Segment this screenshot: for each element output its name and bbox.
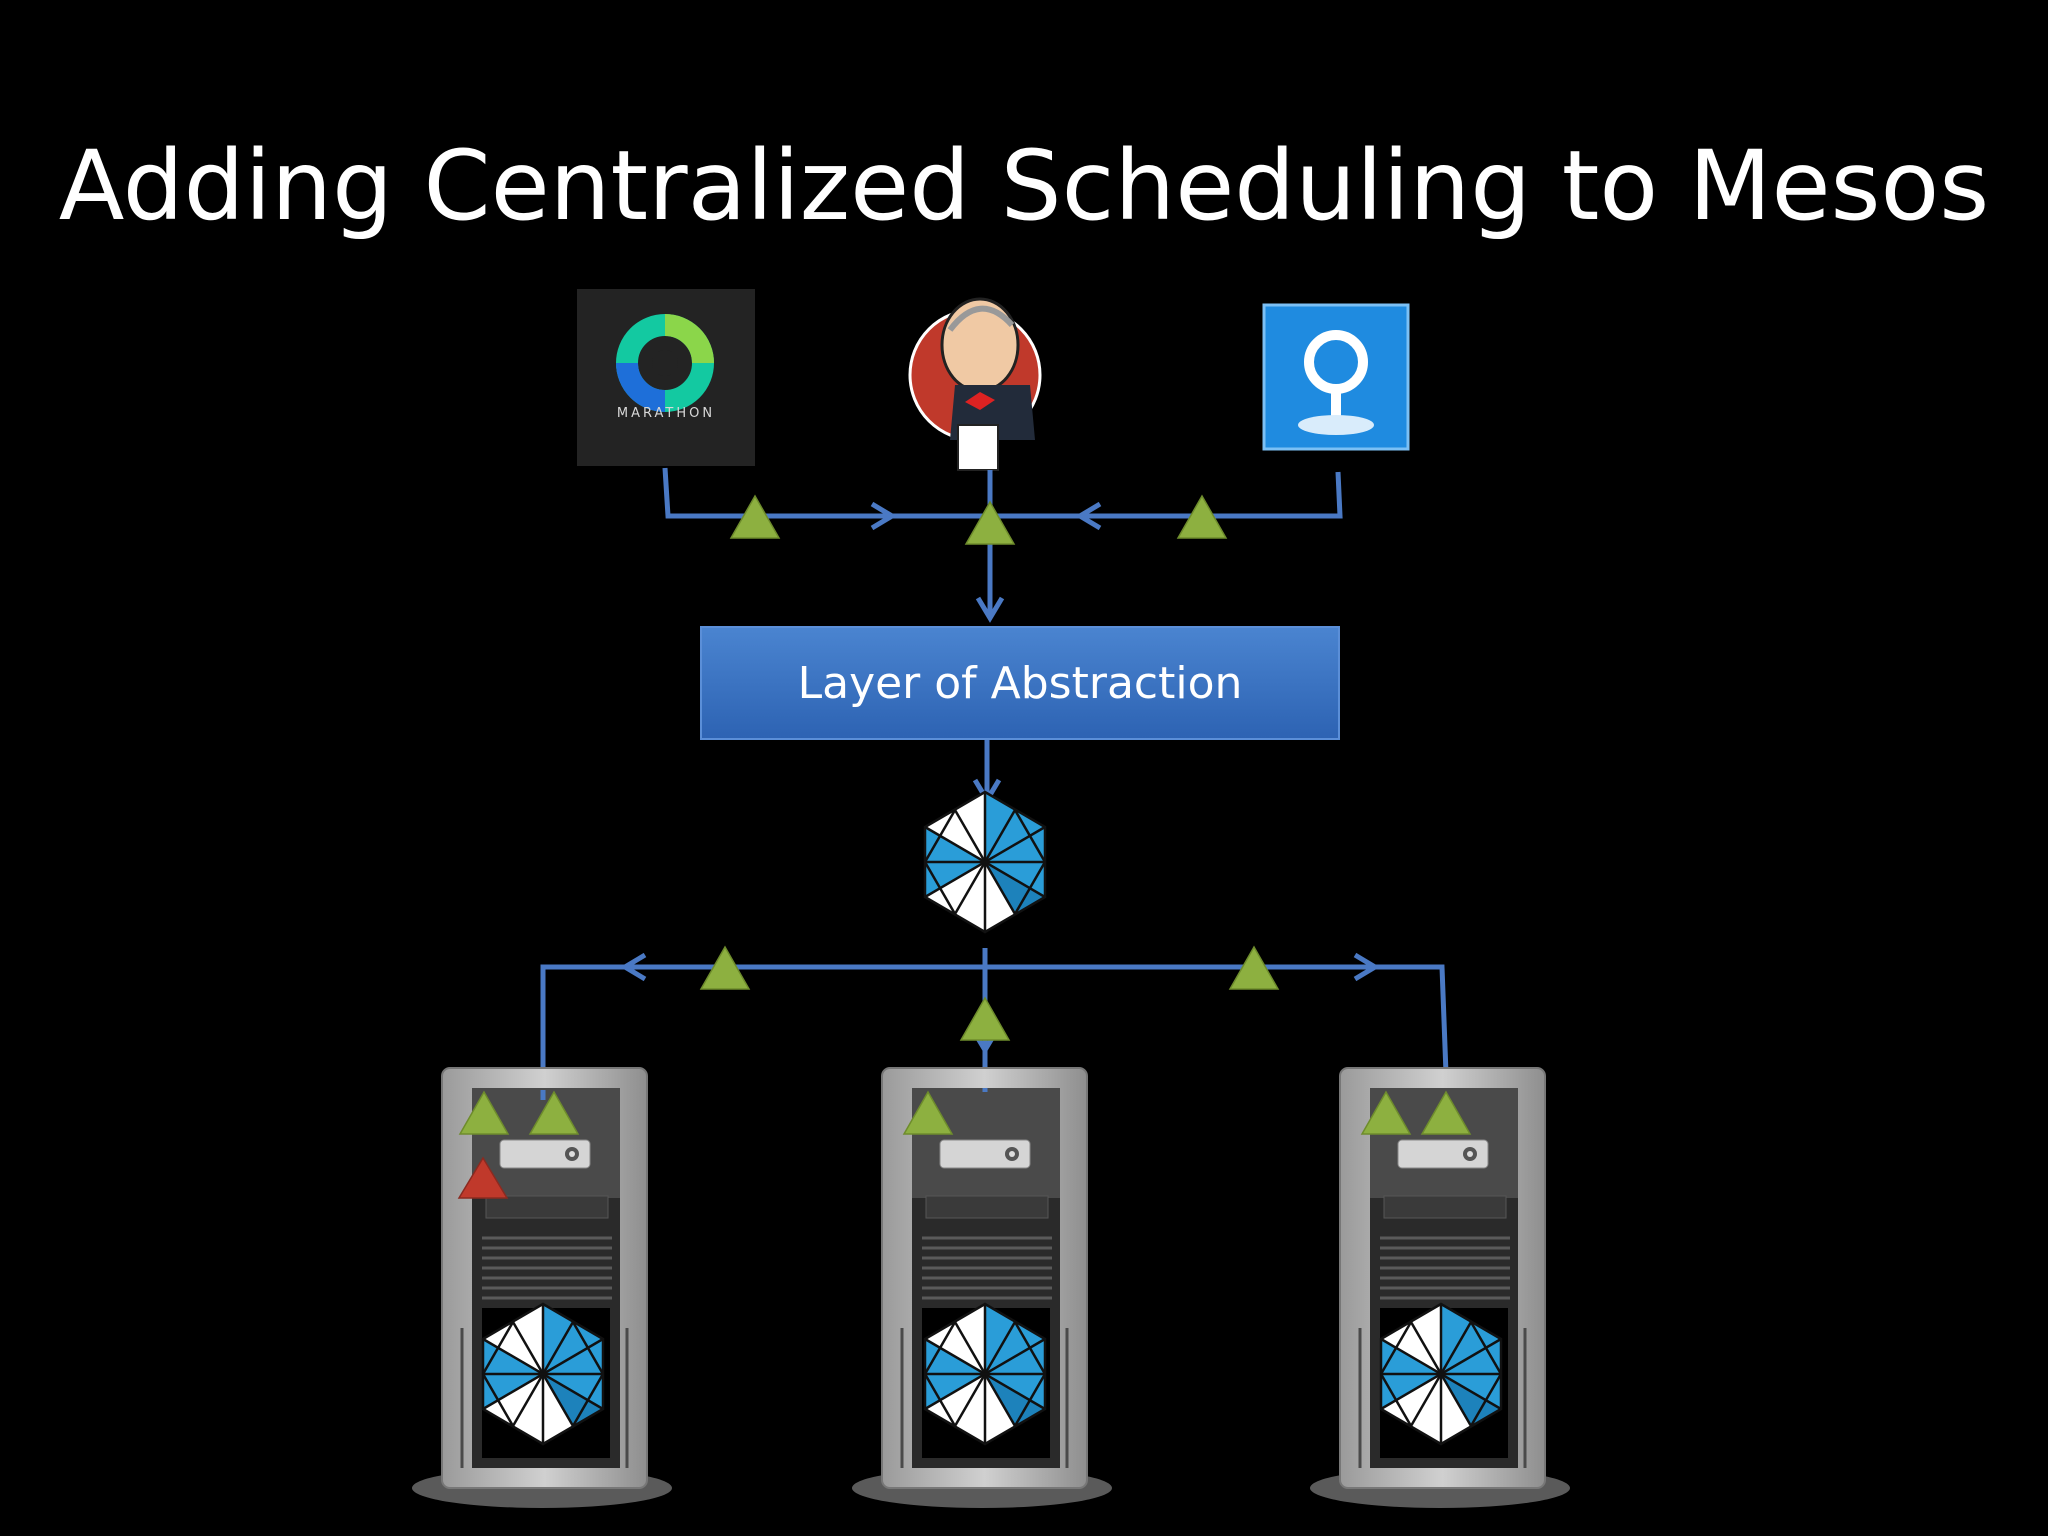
jenkins-logo — [908, 297, 1042, 471]
chronos-logo — [1262, 303, 1410, 451]
abstraction-layer-box: Layer of Abstraction — [700, 626, 1340, 740]
declined-offer-icon — [457, 1156, 509, 1199]
abstraction-layer-label: Layer of Abstraction — [797, 657, 1243, 709]
marathon-logo — [577, 289, 755, 466]
marathon-label: MARATHON — [616, 406, 716, 421]
slide-title: Adding Centralized Scheduling to Mesos — [58, 130, 1990, 242]
resource-offer-icon — [960, 997, 1010, 1041]
mesos-master-icon — [923, 790, 1047, 934]
resource-offer-icon — [965, 501, 1015, 545]
